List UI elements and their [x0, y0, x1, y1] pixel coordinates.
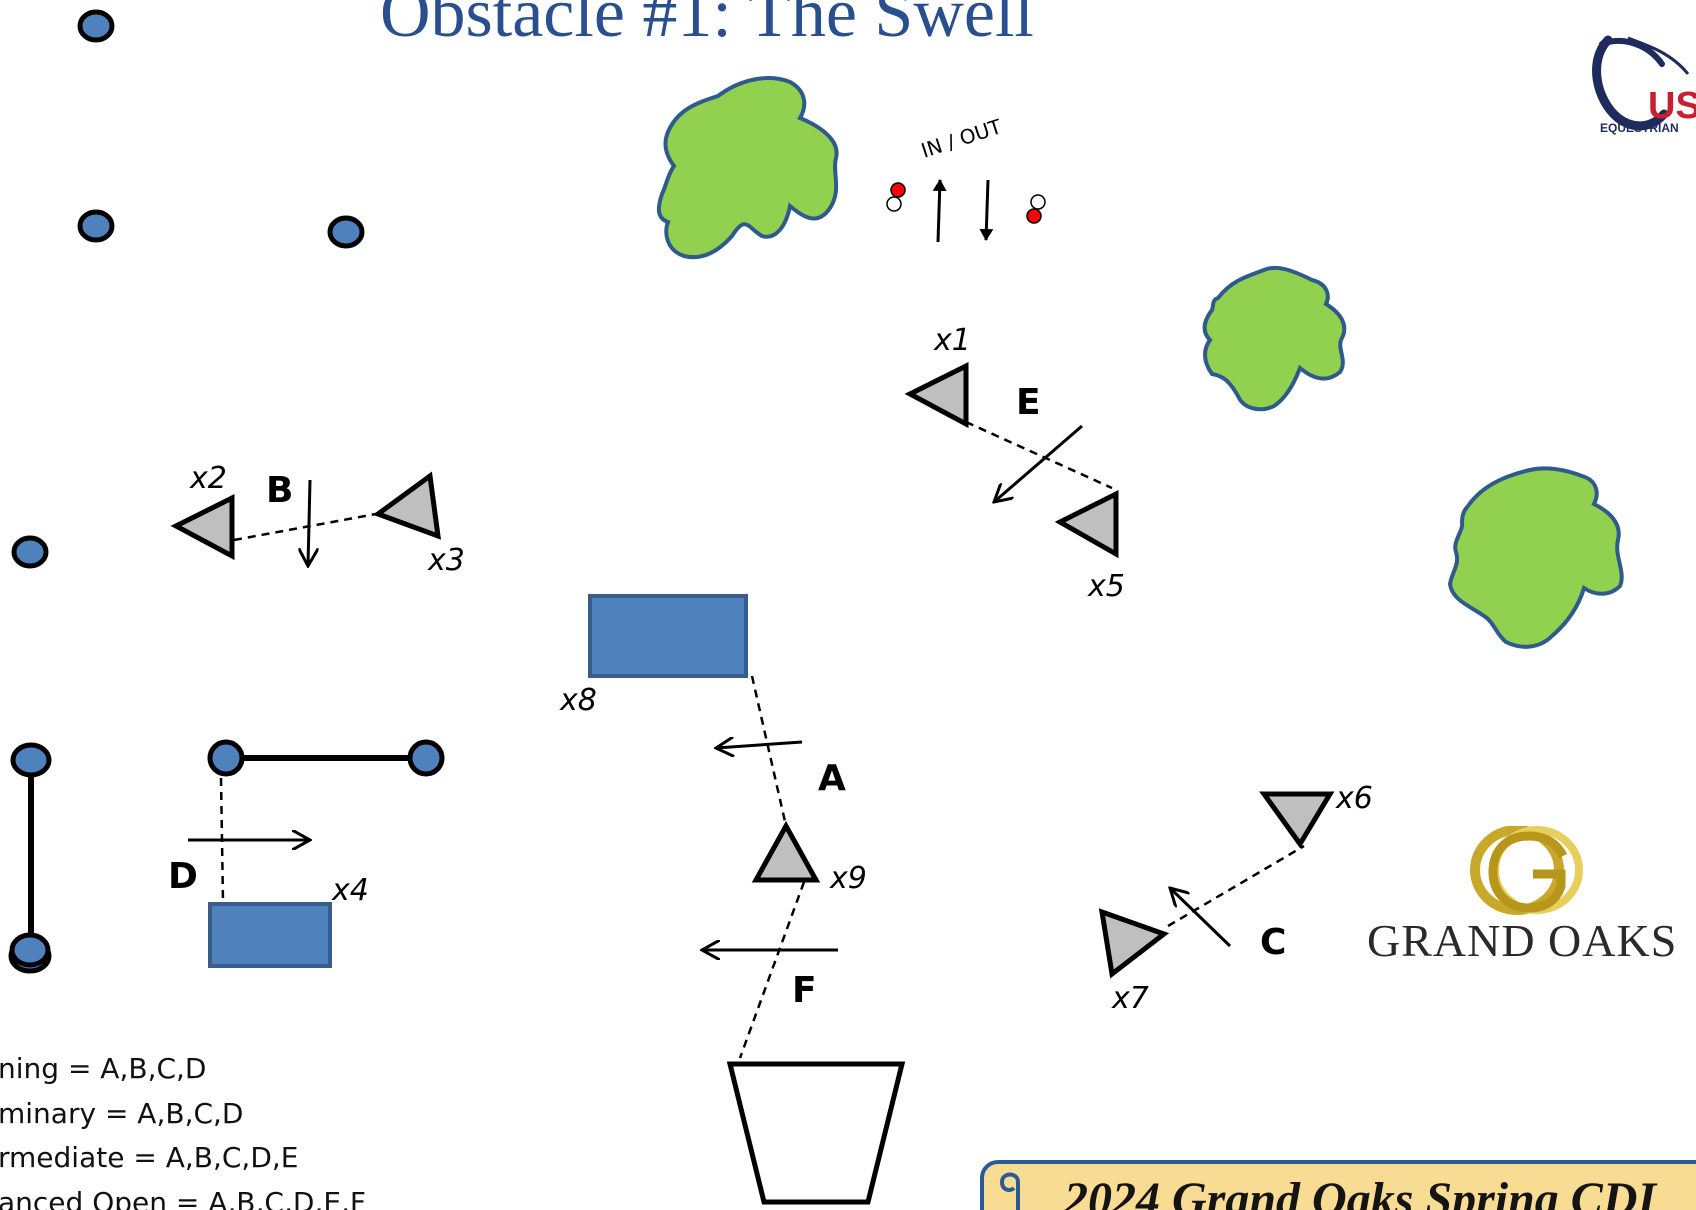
bucket: [726, 1061, 906, 1205]
direction-arrows: [188, 424, 1232, 950]
marker-label-x3: x3: [427, 543, 465, 578]
arrow-b-icon: [308, 479, 310, 566]
us-logo-letters: US: [1648, 85, 1696, 127]
in-out-label: IN / OUT: [918, 114, 1005, 163]
grand-oaks-wordmark: GRAND OAKS: [1367, 915, 1678, 966]
legend-line-2: minary = A,B,C,D: [0, 1096, 244, 1130]
marker-x5: [1054, 489, 1119, 559]
arrow-a-icon: [716, 742, 803, 748]
grand-oaks-logo: GRAND OAKS: [1365, 826, 1695, 976]
marker-label-x2: x2: [189, 461, 227, 496]
marker-label-x9: x9: [829, 861, 867, 896]
marker-x2: [170, 493, 235, 561]
marker-label-x4: x4: [331, 873, 369, 908]
bush-right-lower: [1447, 466, 1624, 649]
arrow-c-icon: [1170, 888, 1232, 948]
flag-red-right: [1026, 208, 1042, 224]
gate-line-c: [1167, 844, 1305, 928]
legend-line-1: ning = A,B,C,D: [0, 1052, 207, 1085]
gate-label-f: F: [792, 970, 817, 1011]
gate-line-f: [738, 881, 806, 1059]
flag-red-left: [890, 182, 906, 198]
arrow-down-icon: [979, 179, 994, 241]
bush-top: [656, 76, 839, 260]
gate-line-b: [233, 512, 377, 542]
marker-x6: [1259, 791, 1335, 849]
marker-x3: [372, 471, 442, 540]
triangle-markers: [170, 361, 1335, 979]
us-equestrian-logo: US EQUESTRIAN: [1578, 30, 1696, 140]
gate-line-a: [750, 675, 788, 827]
gate-label-b: B: [266, 470, 293, 511]
marker-label-x5: x5: [1087, 569, 1125, 604]
legend-line-3: rmediate = A,B,C,D,E: [0, 1141, 299, 1174]
box-x8: [588, 594, 748, 678]
gate-label-c: C: [1260, 922, 1286, 963]
marker-x9: [751, 820, 821, 883]
corner-posts: [11, 9, 365, 569]
level-legend: ning = A,B,C,D minary = A,B,C,D rmediate…: [0, 1047, 366, 1210]
post: [11, 535, 49, 569]
scroll-curl-icon: [999, 1172, 1020, 1210]
post: [10, 742, 52, 778]
marker-label-x7: x7: [1111, 981, 1149, 1016]
arrow-up-icon: [932, 179, 947, 243]
poles: [8, 739, 445, 974]
bush-right-upper: [1202, 265, 1347, 412]
post: [207, 739, 245, 777]
gate-label-e: E: [1016, 382, 1041, 423]
post: [9, 932, 51, 968]
marker-x1: [904, 361, 969, 429]
flag-white-left: [886, 196, 902, 212]
arrow-e-icon: [994, 424, 1083, 502]
in-out-indicator: IN / OUT: [886, 114, 1046, 243]
marker-label-x6: x6: [1335, 781, 1373, 816]
post: [77, 9, 115, 43]
post: [327, 215, 365, 249]
us-logo-word: EQUESTRIAN: [1600, 121, 1679, 135]
box-x4: [208, 902, 332, 968]
marker-x7: [1098, 908, 1170, 979]
legend-line-4: anced Open = A,B,C,D,E,F: [0, 1185, 367, 1210]
flag-white-right: [1030, 194, 1046, 210]
gate-line-e: [965, 420, 1113, 490]
marker-label-x1: x1: [933, 323, 971, 358]
post: [407, 739, 445, 777]
event-banner-text: 2024 Grand Oaks Spring CDI: [1064, 1173, 1657, 1210]
event-banner: 2024 Grand Oaks Spring CDI: [980, 1160, 1696, 1210]
gate-label-a: A: [818, 758, 846, 799]
marker-label-x8: x8: [559, 683, 597, 718]
page-title: Obstacle #1: The Swell: [380, 0, 1034, 52]
post: [77, 209, 115, 243]
gate-label-d: D: [168, 856, 198, 897]
